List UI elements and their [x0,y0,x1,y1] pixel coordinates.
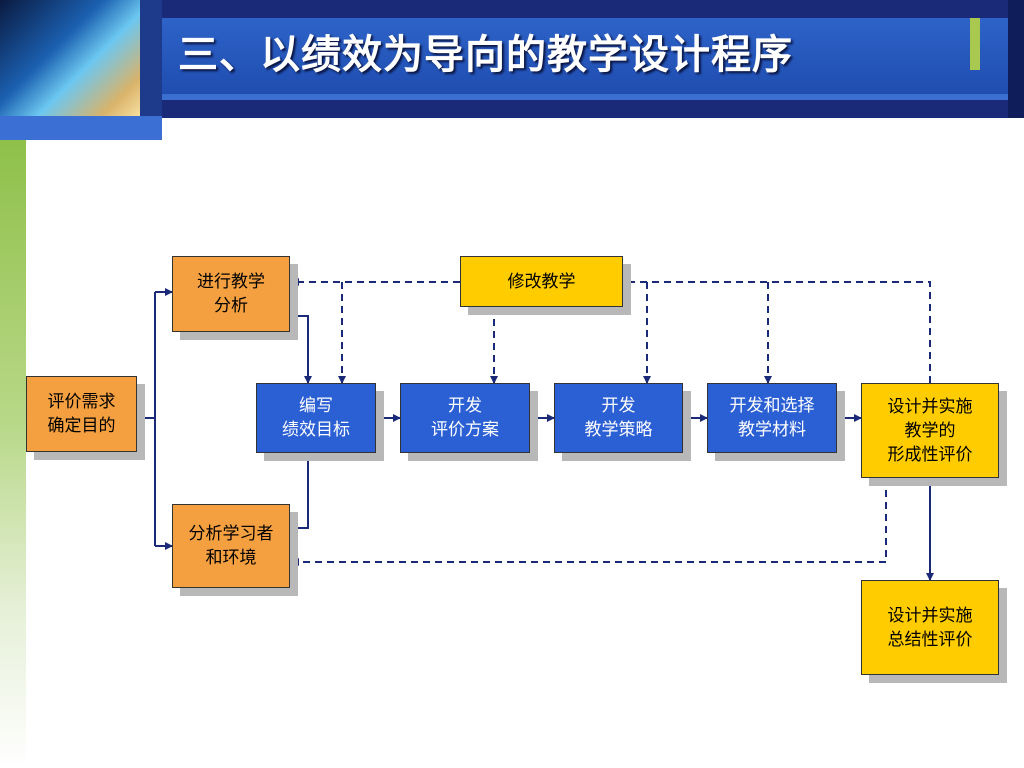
box-instructional-analysis: 进行教学 分析 [172,256,290,332]
corner-accent-bar [0,116,162,140]
arrow-instr-to-objectives [290,315,312,384]
box-assessment-plan: 开发 评价方案 [400,383,530,453]
box-summative-evaluation: 设计并实施 总结性评价 [861,580,999,675]
box-revise-instruction: 修改教学 [460,256,623,307]
slide-header: 三、以绩效为导向的教学设计程序 [0,0,1024,140]
arrow-learner-to-objectives [290,453,312,529]
green-accent-bar [970,18,980,70]
box-instructional-materials: 开发和选择 教学材料 [707,383,837,453]
box-performance-objectives: 编写 绩效目标 [256,383,376,453]
slide-title: 三、以绩效为导向的教学设计程序 [178,32,793,78]
feedback-bottom-line [291,478,887,566]
box-instructional-strategy: 开发 教学策略 [554,383,683,453]
feedback-top-line [623,281,931,383]
left-gradient-bar [0,140,26,768]
header-edge-bar [1008,0,1024,118]
box-learner-analysis: 分析学习者 和环境 [172,504,290,588]
box-formative-evaluation: 设计并实施 教学的 形成性评价 [861,383,999,478]
computer-monitor-image [0,0,140,116]
box-needs-assessment: 评价需求 确定目的 [26,376,137,452]
header-band [162,18,1024,94]
header-stripe [162,94,1024,100]
